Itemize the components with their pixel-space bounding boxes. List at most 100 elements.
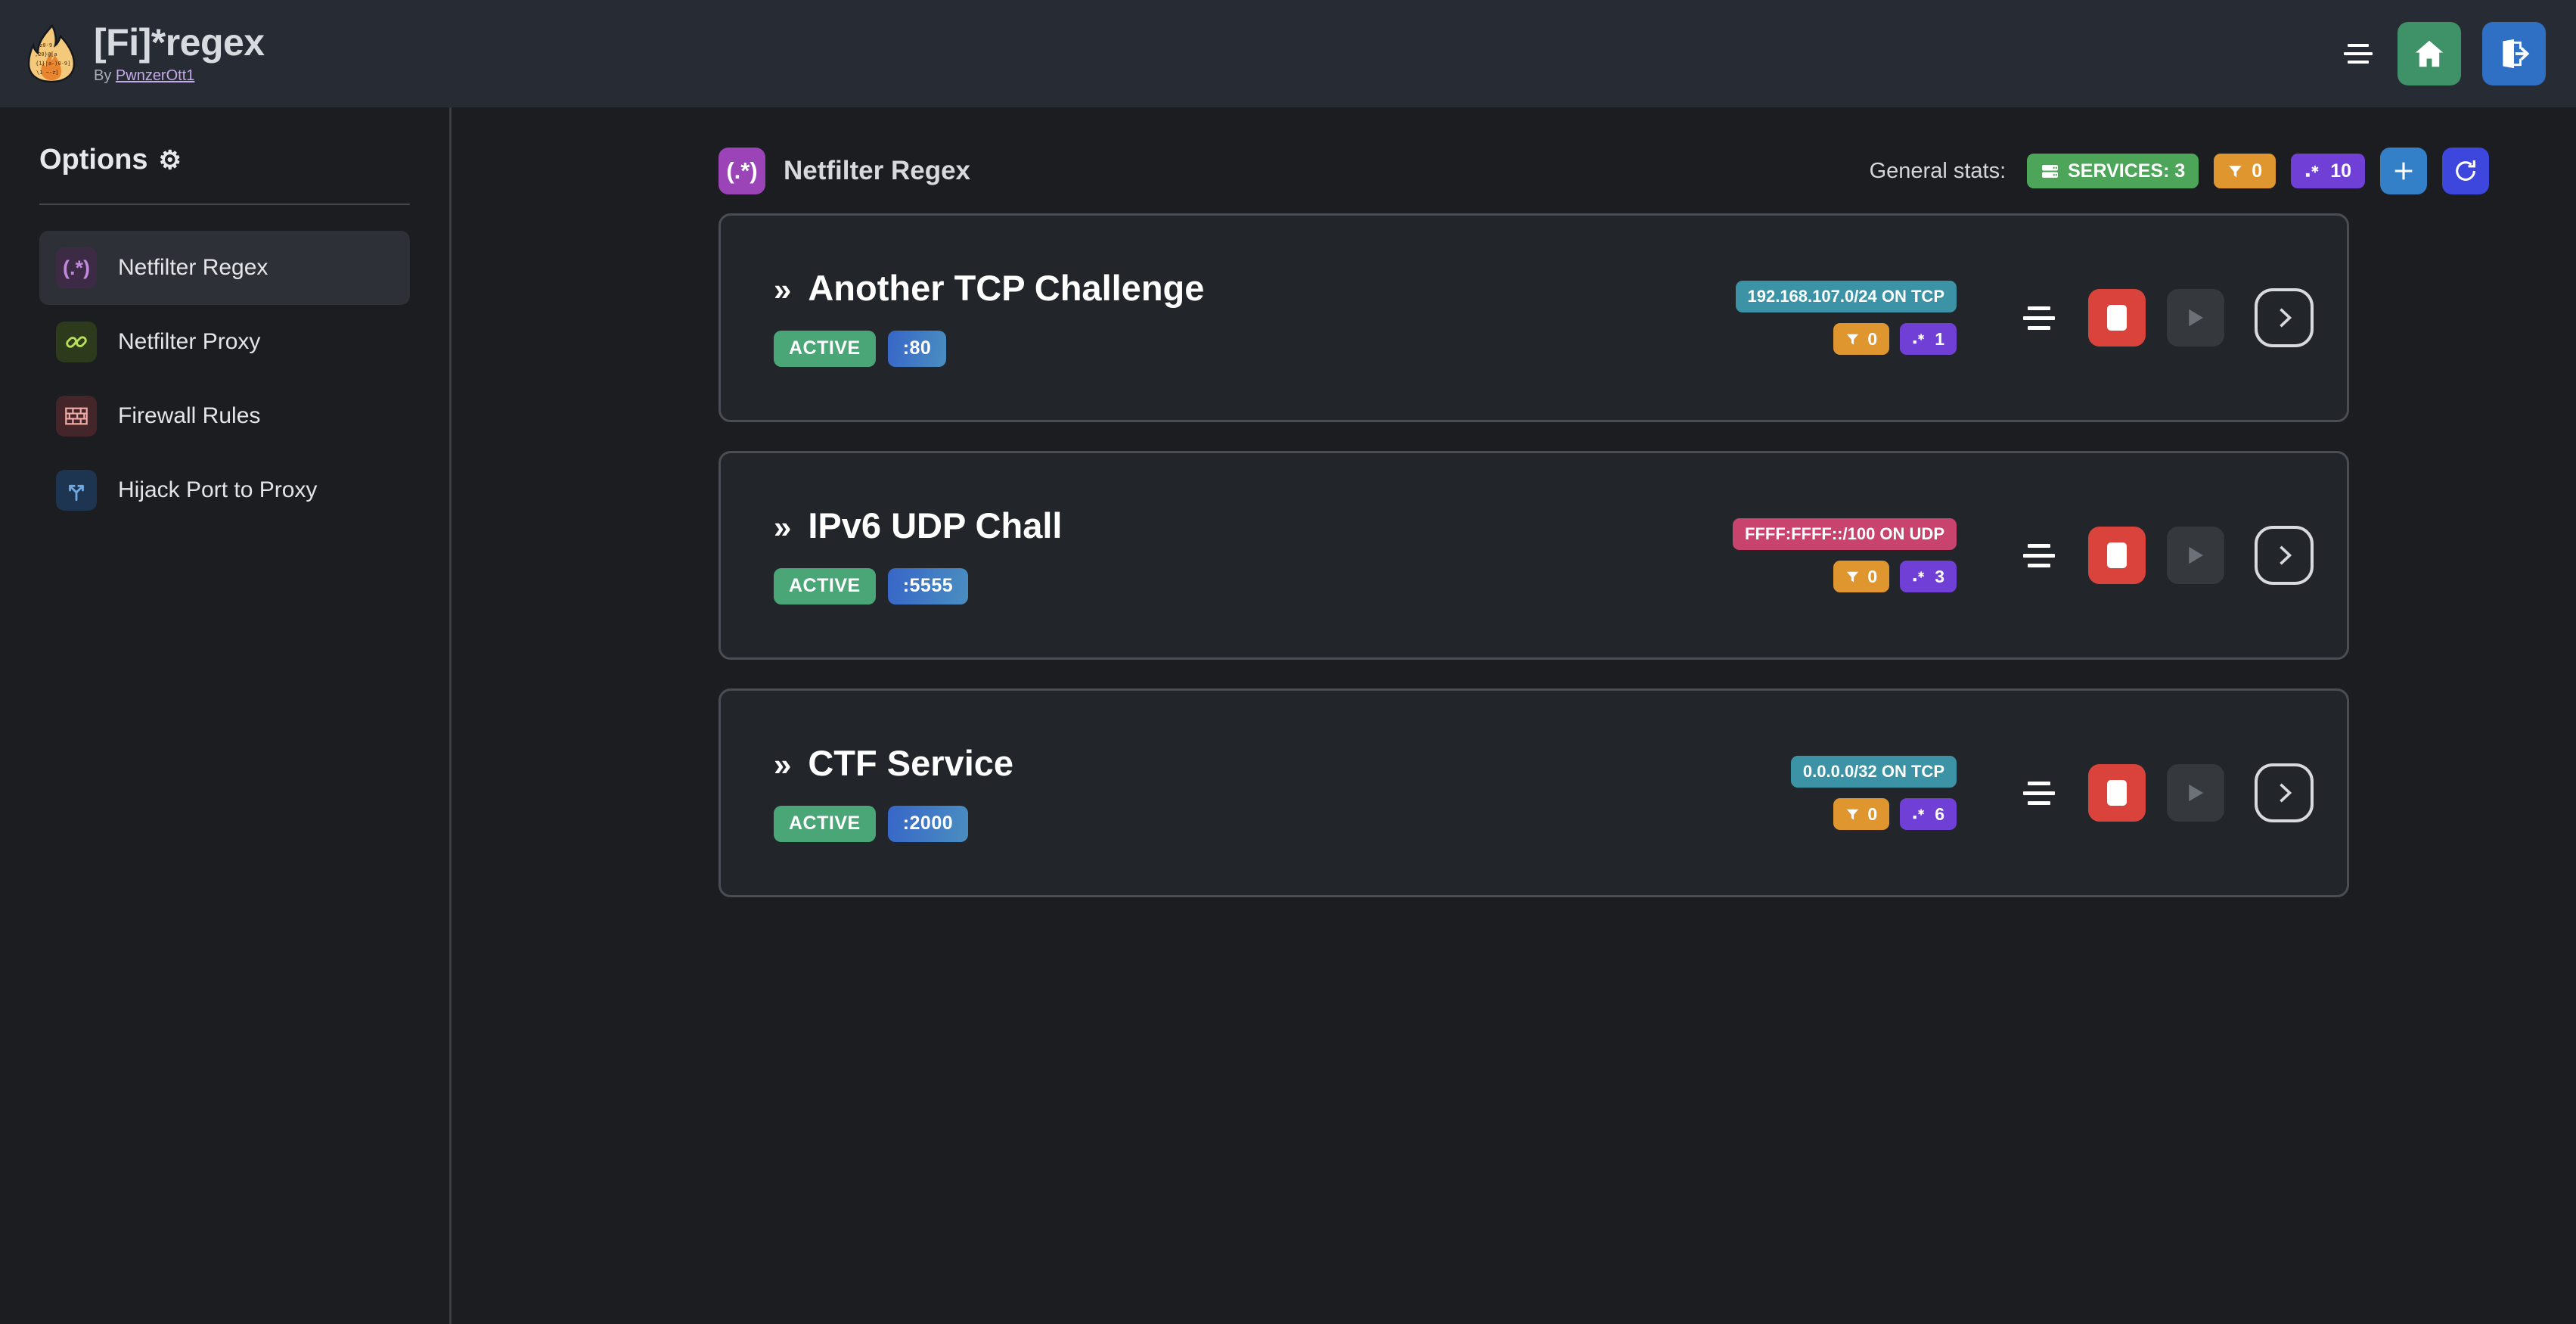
port-badge: :5555 [887, 567, 969, 605]
plus-icon [2394, 162, 2413, 180]
regex-icon: (.*) [718, 148, 765, 194]
sort-lines-icon[interactable] [2017, 771, 2061, 815]
play-button[interactable] [2167, 289, 2224, 347]
sidebar-divider [39, 204, 410, 205]
regexes-badge[interactable]: 3 [1900, 561, 1957, 592]
status-badge: ACTIVE [774, 330, 876, 367]
stop-icon [2107, 542, 2127, 568]
service-tags: ACTIVE :5555 [774, 567, 1062, 605]
svg-text:,20}@[a: ,20}@[a [35, 51, 57, 57]
filters-count: 0 [1867, 566, 1878, 586]
status-badge-services[interactable]: SERVICES: 3 [2027, 154, 2199, 188]
chevron-right-icon [2280, 783, 2292, 803]
service-tags: ACTIVE :80 [774, 330, 1204, 367]
filters-badge[interactable]: 0 [1833, 798, 1890, 830]
service-tags: ACTIVE :2000 [774, 805, 1013, 842]
service-network-badges: FFFF:FFFF::/100 ON UDP 0 3 [1733, 518, 1957, 592]
service-card-info: » CTF Service ACTIVE :2000 [774, 744, 1013, 842]
filter-icon [2229, 165, 2242, 177]
stop-icon [2107, 780, 2127, 806]
service-name: CTF Service [808, 743, 1014, 784]
filters-badge[interactable]: 0 [1833, 561, 1890, 592]
double-chevron-icon: » [774, 272, 792, 308]
home-icon [2415, 40, 2444, 67]
sidebar-heading-label: Options [39, 144, 148, 176]
logout-icon [2503, 39, 2530, 69]
service-card-actions: 0.0.0.0/32 ON TCP 0 6 [1790, 756, 2314, 830]
sort-lines-icon[interactable] [2017, 296, 2061, 340]
stop-button[interactable] [2088, 527, 2146, 584]
regexes-count: 10 [2330, 160, 2351, 182]
hamburger-menu-icon[interactable] [2340, 39, 2376, 69]
service-name: Another TCP Challenge [808, 268, 1205, 309]
service-card-info: » IPv6 UDP Chall ACTIVE :5555 [774, 506, 1062, 605]
network-badge: 192.168.107.0/24 ON TCP [1735, 281, 1957, 312]
sidebar-item-netfilter-proxy[interactable]: Netfilter Proxy [39, 305, 410, 379]
sidebar-item-netfilter-regex[interactable]: (.*) Netfilter Regex [39, 231, 410, 305]
sidebar-item-label: Netfilter Proxy [118, 329, 261, 354]
open-service-button[interactable] [2255, 763, 2314, 822]
home-button[interactable] [2398, 22, 2461, 85]
sidebar-item-hijack-port-to-proxy[interactable]: Hijack Port to Proxy [39, 453, 410, 527]
open-service-button[interactable] [2255, 526, 2314, 585]
logout-button[interactable] [2482, 22, 2546, 85]
stop-icon [2107, 305, 2127, 331]
sidebar-item-label: Netfilter Regex [118, 255, 268, 280]
brand-text: [Fi]*regex By PwnzerOtt1 [94, 23, 265, 85]
regexes-count: 1 [1935, 328, 1944, 349]
svg-text:-z0-9: -z0-9 [36, 42, 52, 48]
main-content: (.*) Netfilter Regex General stats: SERV… [454, 107, 2576, 1324]
stop-button[interactable] [2088, 764, 2146, 822]
play-button[interactable] [2167, 527, 2224, 584]
stop-button[interactable] [2088, 289, 2146, 347]
status-badge: ACTIVE [774, 805, 876, 842]
status-badge-regexes[interactable]: 10 [2291, 154, 2365, 188]
service-counts: 0 6 [1833, 798, 1957, 830]
network-badge: FFFF:FFFF::/100 ON UDP [1733, 518, 1957, 550]
service-counts: 0 3 [1833, 561, 1957, 592]
add-service-button[interactable] [2380, 148, 2427, 194]
brand: -z0-9 ,20}@[a {1}|a-)0-9] \1 ~-z] [Fi]*r… [0, 23, 265, 85]
general-stats: General stats: SERVICES: 3 0 [1870, 148, 2489, 194]
route-split-icon-glyph [69, 484, 84, 502]
refresh-button[interactable] [2442, 148, 2489, 194]
regex-icon: (.*) [56, 247, 97, 288]
app-byline: By PwnzerOtt1 [94, 67, 265, 85]
regex-icon-glyph: (.*) [63, 256, 90, 279]
service-counts: 0 1 [1833, 323, 1957, 355]
gear-icon: ⚙ [158, 145, 182, 175]
service-card[interactable]: » CTF Service ACTIVE :2000 0.0.0.0/32 ON… [718, 688, 2349, 897]
network-badge: 0.0.0.0/32 ON TCP [1790, 756, 1957, 788]
port-badge: :2000 [887, 805, 969, 842]
service-card-info: » Another TCP Challenge ACTIVE :80 [774, 269, 1204, 367]
server-icon [2042, 164, 2059, 178]
status-badge-filters[interactable]: 0 [2214, 154, 2277, 188]
open-service-button[interactable] [2255, 288, 2314, 347]
plug-icon-glyph [66, 336, 87, 348]
regexes-badge[interactable]: 1 [1900, 323, 1957, 355]
filters-badge[interactable]: 0 [1833, 323, 1890, 355]
filter-icon [1847, 334, 1859, 345]
regex-dotstar-icon [1913, 571, 1925, 582]
status-badge: ACTIVE [774, 567, 876, 605]
service-card-actions: FFFF:FFFF::/100 ON UDP 0 3 [1733, 518, 2314, 592]
route-split-icon [56, 470, 97, 511]
services-count-label: SERVICES: 3 [2068, 160, 2186, 182]
regexes-badge[interactable]: 6 [1900, 798, 1957, 830]
service-name: IPv6 UDP Chall [808, 505, 1063, 546]
filter-icon [1847, 809, 1859, 820]
service-list: » Another TCP Challenge ACTIVE :80 192.1… [499, 213, 2531, 897]
service-name-row: » CTF Service [774, 744, 1013, 783]
service-card[interactable]: » Another TCP Challenge ACTIVE :80 192.1… [718, 213, 2349, 422]
service-card[interactable]: » IPv6 UDP Chall ACTIVE :5555 FFFF:FFFF:… [718, 451, 2349, 660]
sort-lines-icon[interactable] [2017, 533, 2061, 577]
filters-count: 0 [1867, 803, 1878, 824]
author-link[interactable]: PwnzerOtt1 [115, 67, 195, 84]
sidebar-item-firewall-rules[interactable]: Firewall Rules [39, 379, 410, 453]
flame-regex-logo: -z0-9 ,20}@[a {1}|a-)0-9] \1 ~-z] [27, 24, 76, 83]
service-network-badges: 192.168.107.0/24 ON TCP 0 1 [1735, 281, 1957, 355]
play-button[interactable] [2167, 764, 2224, 822]
chevron-right-icon [2280, 308, 2292, 328]
regex-dotstar-icon [2306, 165, 2319, 177]
service-network-badges: 0.0.0.0/32 ON TCP 0 6 [1790, 756, 1957, 830]
